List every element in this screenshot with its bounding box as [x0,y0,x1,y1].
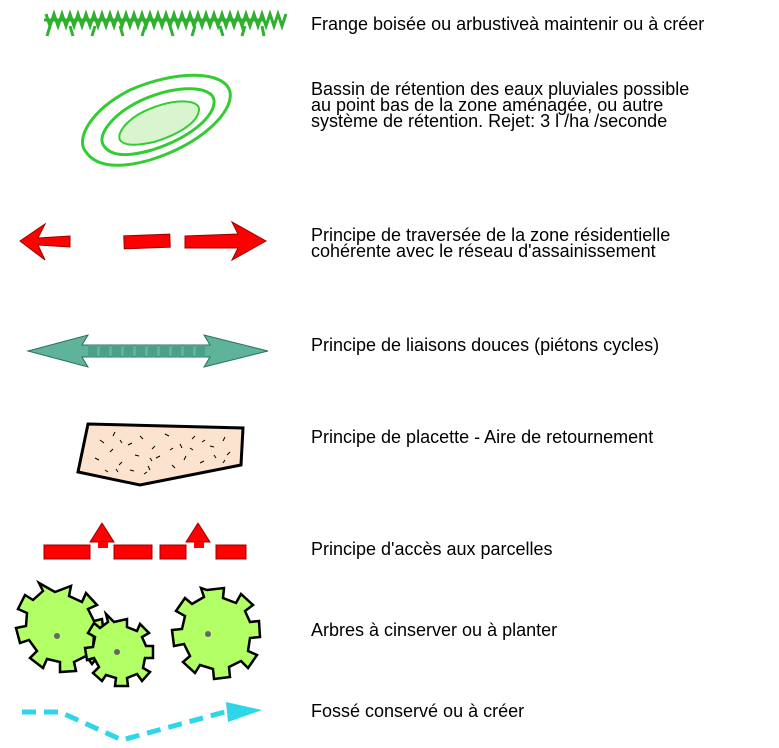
legend-label-traversee: Principe de traversée de la zone résiden… [311,225,671,261]
legend-label-placette: Principe de placette - Aire de retournem… [311,427,654,447]
legend-label-arbres: Arbres à cinserver ou à planter [311,620,558,640]
legend-label-acces: Principe d'accès aux parcelles [311,539,553,559]
legend-label-liaisons: Principe de liaisons douces (piétons cyc… [311,335,660,355]
legend-label-fosse: Fossé conservé ou à créer [311,701,525,721]
legend-label-lisiere: Frange boisée ou arbustiveà maintenir ou… [311,14,705,34]
legend-label-bassin: Bassin de rétention des eaux pluviales p… [311,79,690,131]
